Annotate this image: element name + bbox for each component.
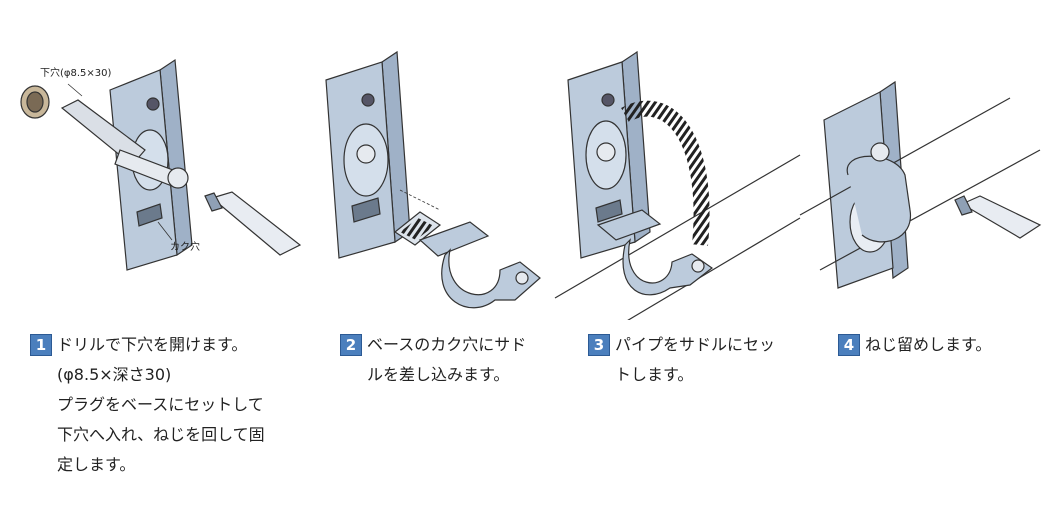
installation-illustration bbox=[20, 50, 1042, 320]
step-number-badge: 4 bbox=[838, 334, 860, 356]
pipe-edge-top bbox=[554, 154, 801, 299]
panel-3-set-pipe bbox=[554, 50, 801, 320]
motion-arrow bbox=[621, 100, 710, 246]
screw-head bbox=[356, 144, 376, 164]
step-4: 4 ねじ留めします。 bbox=[838, 330, 991, 360]
square-hole bbox=[136, 203, 163, 227]
saddle-clamp bbox=[622, 238, 714, 296]
saddle-clamp bbox=[441, 248, 541, 309]
step-description: パイプをサドルにセッ トします。 bbox=[615, 335, 776, 384]
square-hole-label: カク穴 bbox=[170, 242, 200, 253]
panel-1-drilling bbox=[20, 58, 302, 271]
step-number-badge: 1 bbox=[30, 334, 52, 356]
top-hole bbox=[146, 97, 160, 111]
screw-head bbox=[870, 142, 890, 162]
pilot-hole-label: 下穴(φ8.5×30) bbox=[40, 68, 112, 79]
anchor-plug bbox=[60, 99, 146, 166]
step-number-badge: 3 bbox=[588, 334, 610, 356]
pipe-edge-bottom bbox=[627, 217, 801, 320]
step-description: ねじ留めします。 bbox=[865, 335, 992, 354]
panel-4-fasten bbox=[799, 80, 1042, 289]
panel-2-insert-saddle bbox=[325, 50, 541, 309]
square-hole bbox=[351, 197, 381, 223]
screwdriver bbox=[960, 195, 1042, 239]
saddle-tab bbox=[418, 221, 490, 257]
step-1: 1 ドリルで下穴を開けます。 (φ8.5×深さ30) プラグをベースにセットして… bbox=[30, 330, 265, 480]
screwdriver bbox=[210, 191, 302, 256]
step-description: ドリルで下穴を開けます。 (φ8.5×深さ30) プラグをベースにセットして 下… bbox=[57, 335, 265, 474]
step-3: 3 パイプをサドルにセッ トします。 bbox=[588, 330, 775, 390]
saddle-tab bbox=[596, 209, 662, 241]
step-description: ベースのカク穴にサド ルを差し込みます。 bbox=[367, 335, 527, 384]
saddle-clamp bbox=[846, 155, 911, 243]
step-2: 2 ベースのカク穴にサド ルを差し込みます。 bbox=[340, 330, 526, 390]
step-number-badge: 2 bbox=[340, 334, 362, 356]
